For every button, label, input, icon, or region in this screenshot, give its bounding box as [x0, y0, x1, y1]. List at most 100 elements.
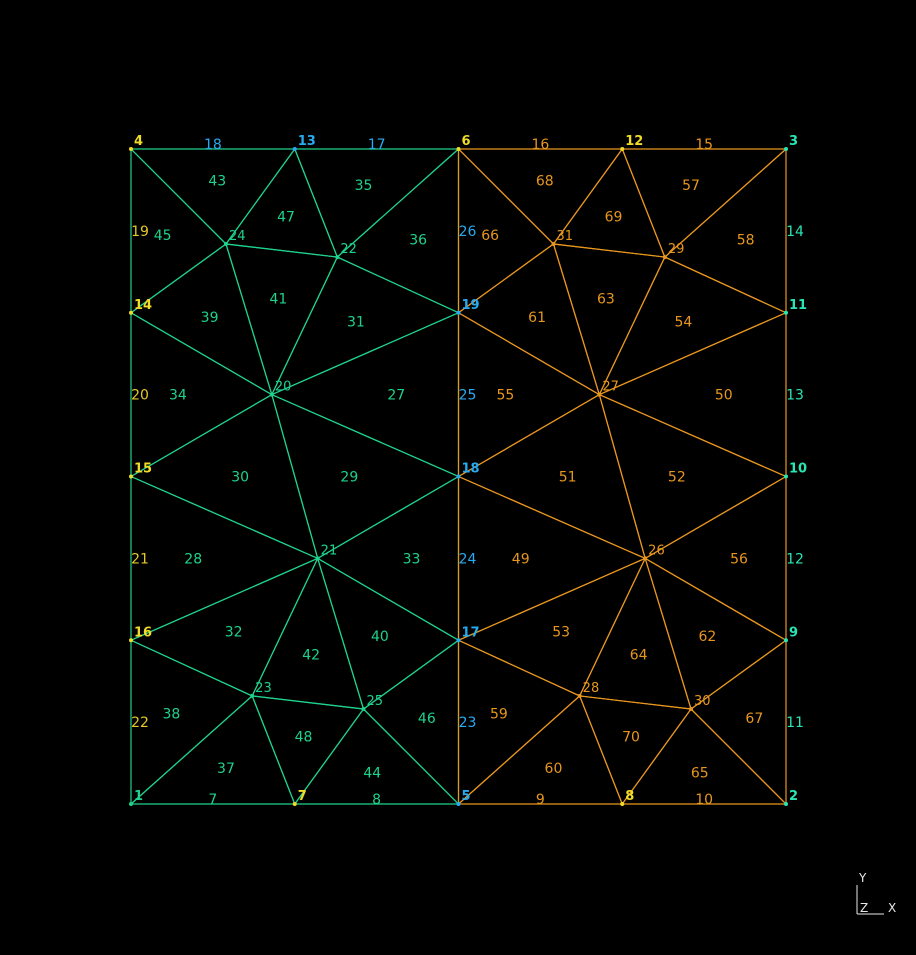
node-22[interactable]	[335, 255, 340, 260]
element-id-label: 60	[545, 761, 563, 777]
node-id-label: 25	[367, 694, 384, 709]
element-id-label: 49	[512, 551, 530, 567]
left-element-45[interactable]	[130, 147, 227, 314]
node-9[interactable]	[784, 638, 788, 643]
edge-id-label: 21	[131, 551, 149, 567]
edge-id-label: 12	[786, 551, 804, 567]
node-5[interactable]	[456, 802, 461, 806]
node-id-label: 3	[789, 134, 798, 149]
edge-id-label: 11	[786, 715, 804, 731]
edge-id-label: 22	[131, 715, 149, 731]
node-id-label: 6	[462, 134, 471, 149]
node-id-label: 19	[462, 298, 480, 313]
node-8[interactable]	[620, 802, 625, 806]
right-element-69[interactable]	[552, 147, 666, 258]
element-id-label: 41	[269, 292, 287, 308]
node-id-label: 28	[583, 681, 600, 696]
edge-id-label: 16	[531, 137, 549, 153]
node-3[interactable]	[784, 147, 788, 151]
right-element-58[interactable]	[663, 147, 787, 314]
node-id-label: 10	[789, 462, 807, 477]
node-29[interactable]	[662, 255, 667, 260]
node-id-label: 11	[789, 298, 807, 313]
node-4[interactable]	[129, 147, 133, 151]
node-id-label: 22	[340, 242, 357, 257]
node-14[interactable]	[129, 310, 133, 315]
element-id-label: 31	[347, 314, 365, 330]
node-id-label: 9	[789, 625, 798, 640]
node-id-label: 4	[134, 134, 143, 149]
element-id-label: 65	[691, 765, 709, 781]
edge-id-label: 13	[786, 388, 804, 404]
node-16[interactable]	[129, 638, 133, 643]
node-21[interactable]	[315, 556, 320, 561]
node-28[interactable]	[577, 693, 582, 698]
right-region-mesh	[456, 147, 788, 806]
node-26[interactable]	[643, 556, 648, 561]
edge-id-label: 9	[536, 792, 545, 808]
node-id-label: 15	[134, 462, 152, 477]
edge-id-label: 23	[459, 715, 477, 731]
node-id-label: 7	[298, 789, 307, 804]
node-id-label: 21	[321, 543, 338, 558]
node-13[interactable]	[292, 147, 297, 151]
node-6[interactable]	[456, 147, 461, 151]
node-30[interactable]	[689, 707, 694, 712]
node-1[interactable]	[129, 802, 133, 806]
element-id-label: 39	[201, 310, 219, 326]
element-id-label: 50	[715, 388, 733, 404]
left-region-mesh	[129, 147, 461, 806]
element-id-label: 34	[169, 388, 187, 404]
node-23[interactable]	[250, 693, 255, 698]
triad-y-label: Y	[858, 871, 867, 885]
node-25[interactable]	[361, 707, 366, 712]
node-markers	[129, 147, 788, 806]
element-id-label: 58	[737, 233, 755, 249]
element-id-label: 45	[154, 228, 172, 244]
node-15[interactable]	[129, 474, 133, 479]
element-id-label: 56	[730, 551, 748, 567]
node-10[interactable]	[784, 474, 788, 479]
node-2[interactable]	[784, 802, 788, 806]
triad-x-label: X	[888, 901, 896, 915]
node-20[interactable]	[269, 392, 274, 397]
left-element-48[interactable]	[251, 695, 365, 806]
node-7[interactable]	[292, 802, 297, 806]
element-id-label: 36	[409, 233, 427, 249]
node-11[interactable]	[784, 310, 788, 315]
node-24[interactable]	[223, 241, 228, 246]
node-id-label: 13	[298, 134, 316, 149]
element-id-label: 59	[490, 706, 508, 722]
node-19[interactable]	[456, 310, 461, 315]
element-id-label: 37	[217, 761, 235, 777]
edge-id-label: 18	[204, 137, 222, 153]
element-id-label: 27	[387, 388, 405, 404]
element-labels: 2728293031323334353637383940414243444546…	[154, 174, 764, 782]
element-id-label: 33	[403, 551, 421, 567]
node-18[interactable]	[456, 474, 461, 479]
element-id-label: 63	[597, 292, 615, 308]
element-id-label: 53	[552, 625, 570, 641]
left-element-38[interactable]	[130, 639, 254, 806]
element-id-label: 69	[605, 210, 623, 226]
edge-id-label: 10	[695, 792, 713, 808]
element-id-label: 55	[497, 388, 515, 404]
element-id-label: 38	[162, 706, 180, 722]
right-element-67[interactable]	[690, 639, 787, 806]
node-id-label: 14	[134, 298, 152, 313]
element-id-label: 47	[277, 210, 295, 226]
node-27[interactable]	[597, 392, 602, 397]
node-31[interactable]	[551, 241, 556, 246]
element-id-label: 64	[630, 647, 648, 663]
left-element-47[interactable]	[224, 147, 339, 258]
node-id-label: 26	[648, 543, 665, 558]
element-id-label: 70	[622, 729, 640, 745]
triad-z-label: Z	[860, 901, 868, 915]
right-element-70[interactable]	[578, 695, 693, 806]
node-id-label: 24	[229, 229, 246, 244]
node-17[interactable]	[456, 638, 461, 643]
node-12[interactable]	[620, 147, 625, 151]
